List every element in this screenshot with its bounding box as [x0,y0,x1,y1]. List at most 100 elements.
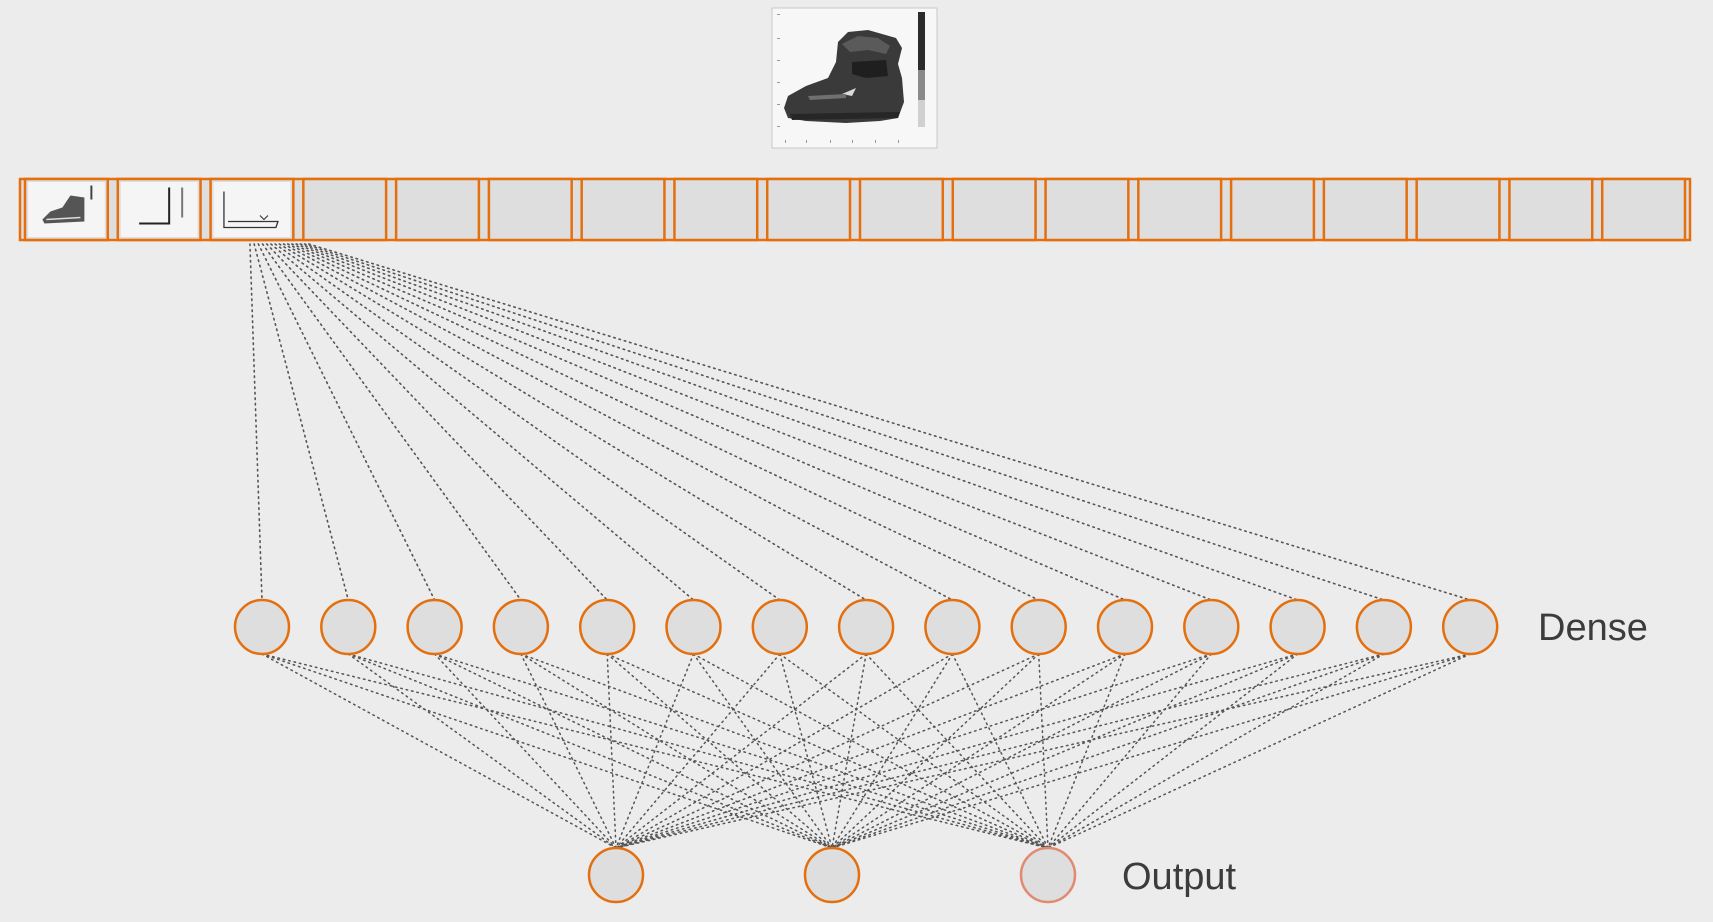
dense-to-output-connection [615,653,781,849]
input-strip [18,177,1692,242]
strip-cell [1229,177,1316,242]
dense-neuron [578,598,636,656]
input-to-dense-connection [286,243,1040,601]
strip-cell [487,177,573,242]
dense-neuron [837,598,895,656]
dense-to-output-connection [606,653,833,849]
dense-neuron [1183,598,1240,656]
dense-to-output-connection [615,653,954,849]
strip-cell [1137,177,1223,242]
dense-to-output-connection [1047,653,1126,849]
edge-feature-icon [139,187,184,225]
strip-cell-frame [951,177,1037,242]
dense-to-output-connection [831,653,1126,849]
input-to-dense-connection [253,243,350,601]
dense-to-output-connection [615,653,695,849]
strip-cell-frame [673,177,759,242]
input-to-dense-connection [299,243,1299,601]
strip-cell [951,177,1037,242]
dense-neuron [924,598,981,656]
dense-to-output-connection [779,653,833,849]
dense-neuron [1355,598,1413,656]
strip-thumbnail-bg [120,182,198,237]
strip-cell-frame [1229,177,1316,242]
dense-to-output-connection [831,653,1385,849]
strip-cell-frame [1415,177,1501,242]
dense-to-output-connection [831,653,1213,849]
dense-to-output-connection [615,653,1213,849]
dense-to-output-connection [347,653,833,849]
strip-cell-frame [1322,177,1408,242]
colorbar [918,12,925,127]
outline-feature-icon [223,191,279,229]
dense-neuron [665,598,722,656]
strip-cell-frame [302,177,388,242]
dense-to-output-connection [831,653,867,849]
dense-to-output-connection [433,653,833,849]
strip-thumbnail-bg [213,182,291,237]
dense-to-output-connection [347,653,617,849]
input-to-dense-connection [270,243,695,601]
dense-to-output-connection [606,653,617,849]
input-to-dense-connection [282,243,954,601]
dense-neuron [1269,598,1326,656]
shoe-feature-icon [42,185,93,224]
strip-cell [1600,177,1687,242]
dense-neuron [1010,598,1067,656]
input-to-dense-connection [307,243,1471,601]
connection-lines [249,243,1471,849]
dense-to-output-connection [692,653,833,849]
ankle-boot-icon [784,30,904,123]
output-layer [587,846,1077,904]
dense-to-output-connection [615,653,1299,849]
strip-cell-frame [1508,177,1594,242]
dense-to-output-connection [606,653,1049,849]
dense-to-output-connection [433,653,1049,849]
strip-cell [302,177,388,242]
strip-cell-frame [1044,177,1130,242]
strip-cell [394,177,481,242]
dense-to-output-connection [615,653,1040,849]
strip-cell [1322,177,1408,242]
dense-neuron [233,598,291,656]
input-to-dense-connection [291,243,1126,601]
strip-cell-frame [394,177,481,242]
strip-cell [23,177,110,242]
dense-to-output-connection [433,653,617,849]
strip-cell [1415,177,1501,242]
strip-cell [116,177,202,242]
input-strip-border [18,177,1692,242]
dense-neuron [1096,598,1154,656]
dense-to-output-connection [831,653,1471,849]
dense-to-output-connection [1047,653,1385,849]
dense-neuron [406,598,463,656]
dense-label: Dense [1538,607,1648,649]
strip-cell [1508,177,1594,242]
dense-to-output-connection [615,653,1126,849]
strip-cell-frame [1137,177,1223,242]
dense-to-output-connection [831,653,1040,849]
strip-cell-frame [580,177,666,242]
dense-to-output-connection [692,653,1049,849]
strip-cell [858,177,945,242]
input-to-dense-connection [278,243,867,601]
dense-to-output-connection [615,653,867,849]
input-to-dense-connection [249,243,263,601]
strip-cell [1044,177,1130,242]
dense-neuron [492,598,550,656]
strip-cell-frame [858,177,945,242]
strip-cell [209,177,295,242]
dense-neuron [751,598,809,656]
input-to-dense-connection [303,243,1385,601]
dense-to-output-connection [1047,653,1471,849]
dense-to-output-connection [1037,653,1049,849]
dense-to-output-connection [831,653,1299,849]
output-neuron [1019,846,1077,904]
dense-to-output-connection [261,653,833,849]
input-to-dense-connection [274,243,781,601]
dense-to-output-connection [261,653,617,849]
input-to-dense-connection [261,243,522,601]
output-neuron [587,846,645,904]
input-to-dense-connection [295,243,1213,601]
axis-ticks [777,14,899,143]
